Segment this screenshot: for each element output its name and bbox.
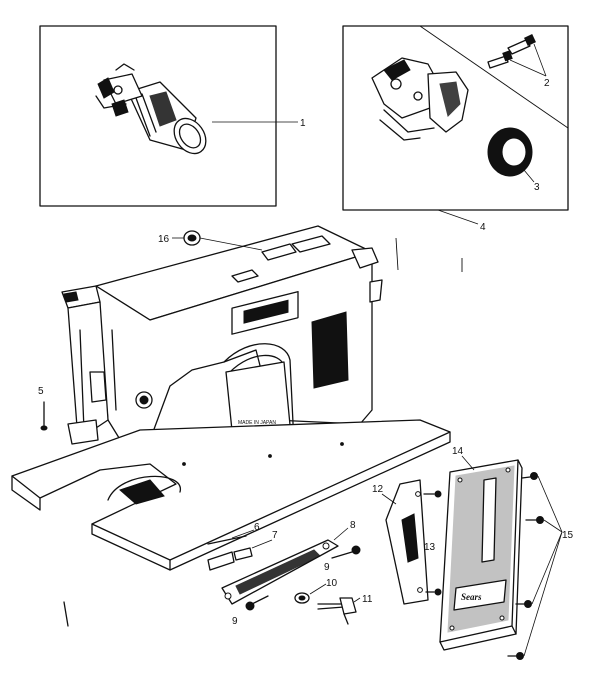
label-11: 11 (362, 594, 373, 605)
slide-bracket-7 (207, 547, 253, 571)
label-8: 8 (350, 520, 356, 531)
label-4: 4 (480, 222, 486, 233)
label-9-upper: 9 (324, 562, 330, 573)
motor-inset: 1 (39, 25, 306, 207)
plug-16 (183, 230, 201, 246)
label-7: 7 (272, 530, 278, 541)
screw-9-lower (245, 595, 269, 611)
motor-inset-frame (39, 25, 277, 207)
label-6: 6 (254, 522, 260, 533)
thumb-screw-11 (317, 597, 357, 625)
label-13: 13 (424, 542, 436, 553)
washer-10 (294, 592, 310, 604)
leader-3 (523, 169, 535, 183)
winder-drawing (371, 57, 469, 141)
slide-spring-6 (207, 535, 247, 545)
label-5: 5 (38, 386, 44, 397)
svg-text:MADE IN JAPAN: MADE IN JAPAN (238, 420, 276, 426)
label-2: 2 (544, 78, 550, 89)
label-12: 12 (372, 484, 384, 495)
label-16: 16 (158, 234, 170, 245)
label-3: 3 (534, 182, 540, 193)
screws-13 (423, 490, 442, 596)
motor-drawing (95, 63, 207, 155)
back-plate-12 (385, 479, 429, 605)
label-9-lower: 9 (232, 616, 238, 627)
winder-inset-frame (342, 25, 569, 211)
base-plate (11, 419, 451, 571)
belt-wheel-3 (487, 127, 533, 177)
pin-5 (40, 401, 48, 431)
label-10: 10 (326, 578, 338, 589)
label-1: 1 (300, 118, 306, 129)
winder-inset: 2 3 4 (342, 25, 569, 233)
machine-body: MADE IN JAPAN (61, 225, 383, 451)
cover-screws-15 (507, 472, 544, 660)
label-15: 15 (562, 530, 574, 541)
label-14: 14 (452, 446, 464, 457)
screw-9-upper (331, 545, 361, 559)
leader-2a (533, 43, 547, 77)
leader-4 (437, 209, 479, 225)
face-cover-14: Sears (439, 459, 523, 651)
cover-brand-text: Sears (461, 592, 482, 602)
leader-2b (509, 59, 547, 77)
slide-plate-8 (221, 539, 339, 605)
screws-2 (487, 34, 536, 69)
